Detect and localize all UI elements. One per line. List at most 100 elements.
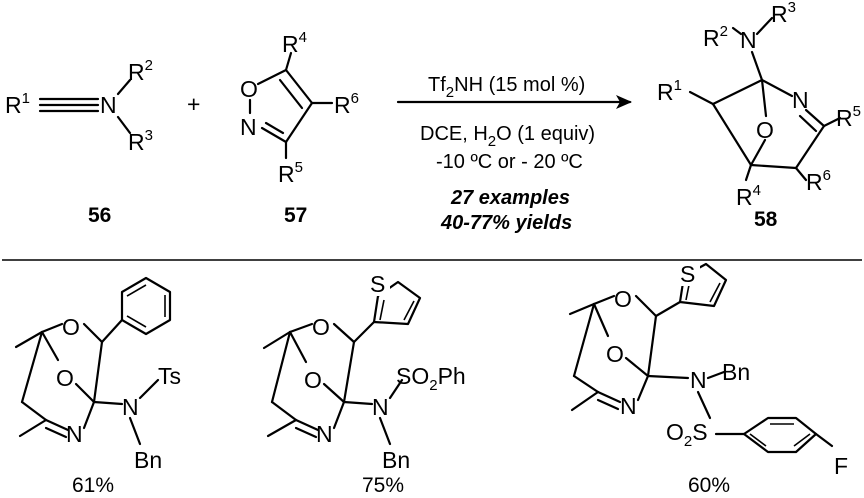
solvent-text: DCE, H [420, 123, 488, 145]
ex1-bridge-b [74, 382, 96, 404]
r4-bond [284, 51, 293, 72]
product-ketal-r4-bond [744, 163, 753, 182]
example-product-2: O S O N N SO2Ph Bn 75% [262, 271, 466, 497]
ex2-sub-nitrogen: N [372, 394, 389, 420]
compound-number-58: 58 [754, 208, 778, 231]
ex1-ch-c-bond [92, 340, 104, 404]
plus-sign: + [187, 91, 200, 117]
product-cn-double-b [798, 114, 818, 133]
ex3-sub-nitrogen: N [690, 367, 707, 393]
ex3-methyl-top [568, 302, 596, 316]
product-r5-superscript: 5 [853, 103, 861, 120]
ynamide-nitrogen: N [100, 92, 117, 118]
r3-superscript: 3 [145, 127, 153, 144]
ex1-methyl-bottom [18, 418, 48, 438]
svg-text:R5: R5 [278, 159, 303, 187]
n-to-r2-bond [116, 78, 132, 96]
ex2-thiophene-sulfur: S [370, 271, 385, 297]
r5-label: R [278, 161, 295, 187]
ex2-yield: 75% [362, 474, 404, 497]
example-product-3: O S O N N Bn O2S F 60% [568, 261, 848, 497]
ex3-fluorophenyl-ring [742, 416, 818, 454]
ex2-benzyl-label: Bn [382, 447, 410, 473]
ex3-ch-thio-bond [654, 300, 682, 318]
reaction-arrow-head [616, 95, 632, 109]
ex1-tosyl-label: Ts [158, 363, 181, 389]
product-r6-superscript: 6 [823, 167, 831, 184]
ex2-ring-nitrogen: N [316, 421, 333, 447]
product-bridge-oxygen: O [756, 117, 774, 143]
ex3-aryl-inner-3 [793, 433, 811, 447]
temperature-text: -10 ºC or - 20 ºC [436, 151, 583, 173]
yields-text: 40-77% yields [440, 212, 572, 234]
ex2-sulfonyl-subscript: 2 [429, 377, 437, 394]
r6-superscript: 6 [351, 90, 359, 107]
ynamide-56: R1 N R2 R3 56 [5, 57, 153, 227]
ex1-cn-double-a [44, 418, 70, 432]
ex2-ketal-o-bond [288, 322, 314, 334]
ex2-ch2-bond [270, 330, 292, 404]
product-r6-label: R [806, 169, 823, 195]
ex3-bridge-a [592, 302, 610, 338]
svg-text:R4: R4 [282, 29, 307, 57]
r4-superscript: 4 [299, 29, 307, 46]
ex3-ring-oxygen: O [614, 286, 632, 312]
ex2-ch-thio-bond [352, 320, 376, 344]
ring-c5-c4-double [278, 78, 304, 110]
svg-text:R4: R4 [736, 182, 761, 210]
product-r5-label: R [836, 105, 853, 131]
product-n-c-bond [750, 50, 764, 82]
example-product-1: O O N N Ts Bn 61% [14, 276, 181, 497]
catalyst-subscript: 2 [446, 84, 454, 101]
product-bridge-bottom-bond [749, 138, 767, 167]
r3-label: R [128, 129, 145, 155]
ex3-n-c-bond [636, 374, 650, 402]
ex3-fluorine-label: F [834, 453, 848, 479]
ex3-ketal-o-bond [592, 294, 616, 306]
ex3-n-s-bond [696, 390, 712, 420]
ex3-oxygen2-subscript: 2 [684, 433, 692, 450]
product-r1-label: R [657, 79, 674, 105]
ex1-phenyl-inner-3 [126, 315, 147, 328]
product-r3-superscript: 3 [788, 0, 796, 16]
ex3-oxygen2-label: O [666, 419, 684, 445]
ex3-aryl-f-bond [814, 432, 834, 448]
ex2-sulfonyl-label: SO [396, 363, 429, 389]
ex2-ch2-c-bond [270, 400, 298, 422]
svg-text:DCE, H2O (1 equiv): DCE, H2O (1 equiv) [420, 123, 595, 150]
compound-number-56: 56 [88, 204, 111, 227]
ex2-n-so2-bond [388, 378, 404, 400]
ex1-sub-nitrogen: N [122, 394, 139, 420]
r6-label: R [334, 92, 351, 118]
ex3-sulfur-bg [678, 262, 700, 286]
r1-label: R [5, 92, 22, 118]
ex2-n-bn-bond [378, 416, 392, 446]
product-r3-label: R [771, 1, 788, 27]
ex1-ch2-c-bond [20, 400, 48, 422]
product-chr6-ketal-bond [749, 163, 798, 170]
solvent-text-rest: O (1 equiv) [496, 123, 595, 145]
ex1-bridge-oxygen: O [56, 365, 74, 391]
ex3-n-bn-bond [706, 370, 726, 380]
ex2-bridge-b [322, 382, 346, 404]
ex3-sulfonyl-sulfur: S [692, 419, 707, 445]
ex3-aryl-inner-2 [749, 433, 767, 447]
ex3-methyl-bottom [570, 390, 600, 412]
ex1-phenyl-ring [120, 276, 172, 336]
product-r4-superscript: 4 [753, 182, 761, 199]
ex3-benzyl-label: Bn [722, 359, 750, 385]
ex1-n-ts-bond [138, 378, 160, 400]
isoxazole-57: O N R4 R6 R5 57 [240, 29, 359, 227]
r1-superscript: 1 [22, 90, 30, 107]
svg-text:R6: R6 [806, 167, 831, 195]
svg-text:O2S: O2S [666, 419, 708, 450]
ex3-bridge-b [624, 356, 650, 378]
ex2-sulfonyl-phenyl: Ph [438, 363, 466, 389]
product-r4-label: R [736, 184, 753, 210]
svg-text:R6: R6 [334, 90, 359, 118]
ring-c3-n-double [264, 121, 285, 135]
solvent-subscript: 2 [488, 133, 496, 150]
product-ketal-cr1-bond [711, 102, 753, 167]
product-r1-bond [688, 90, 715, 106]
